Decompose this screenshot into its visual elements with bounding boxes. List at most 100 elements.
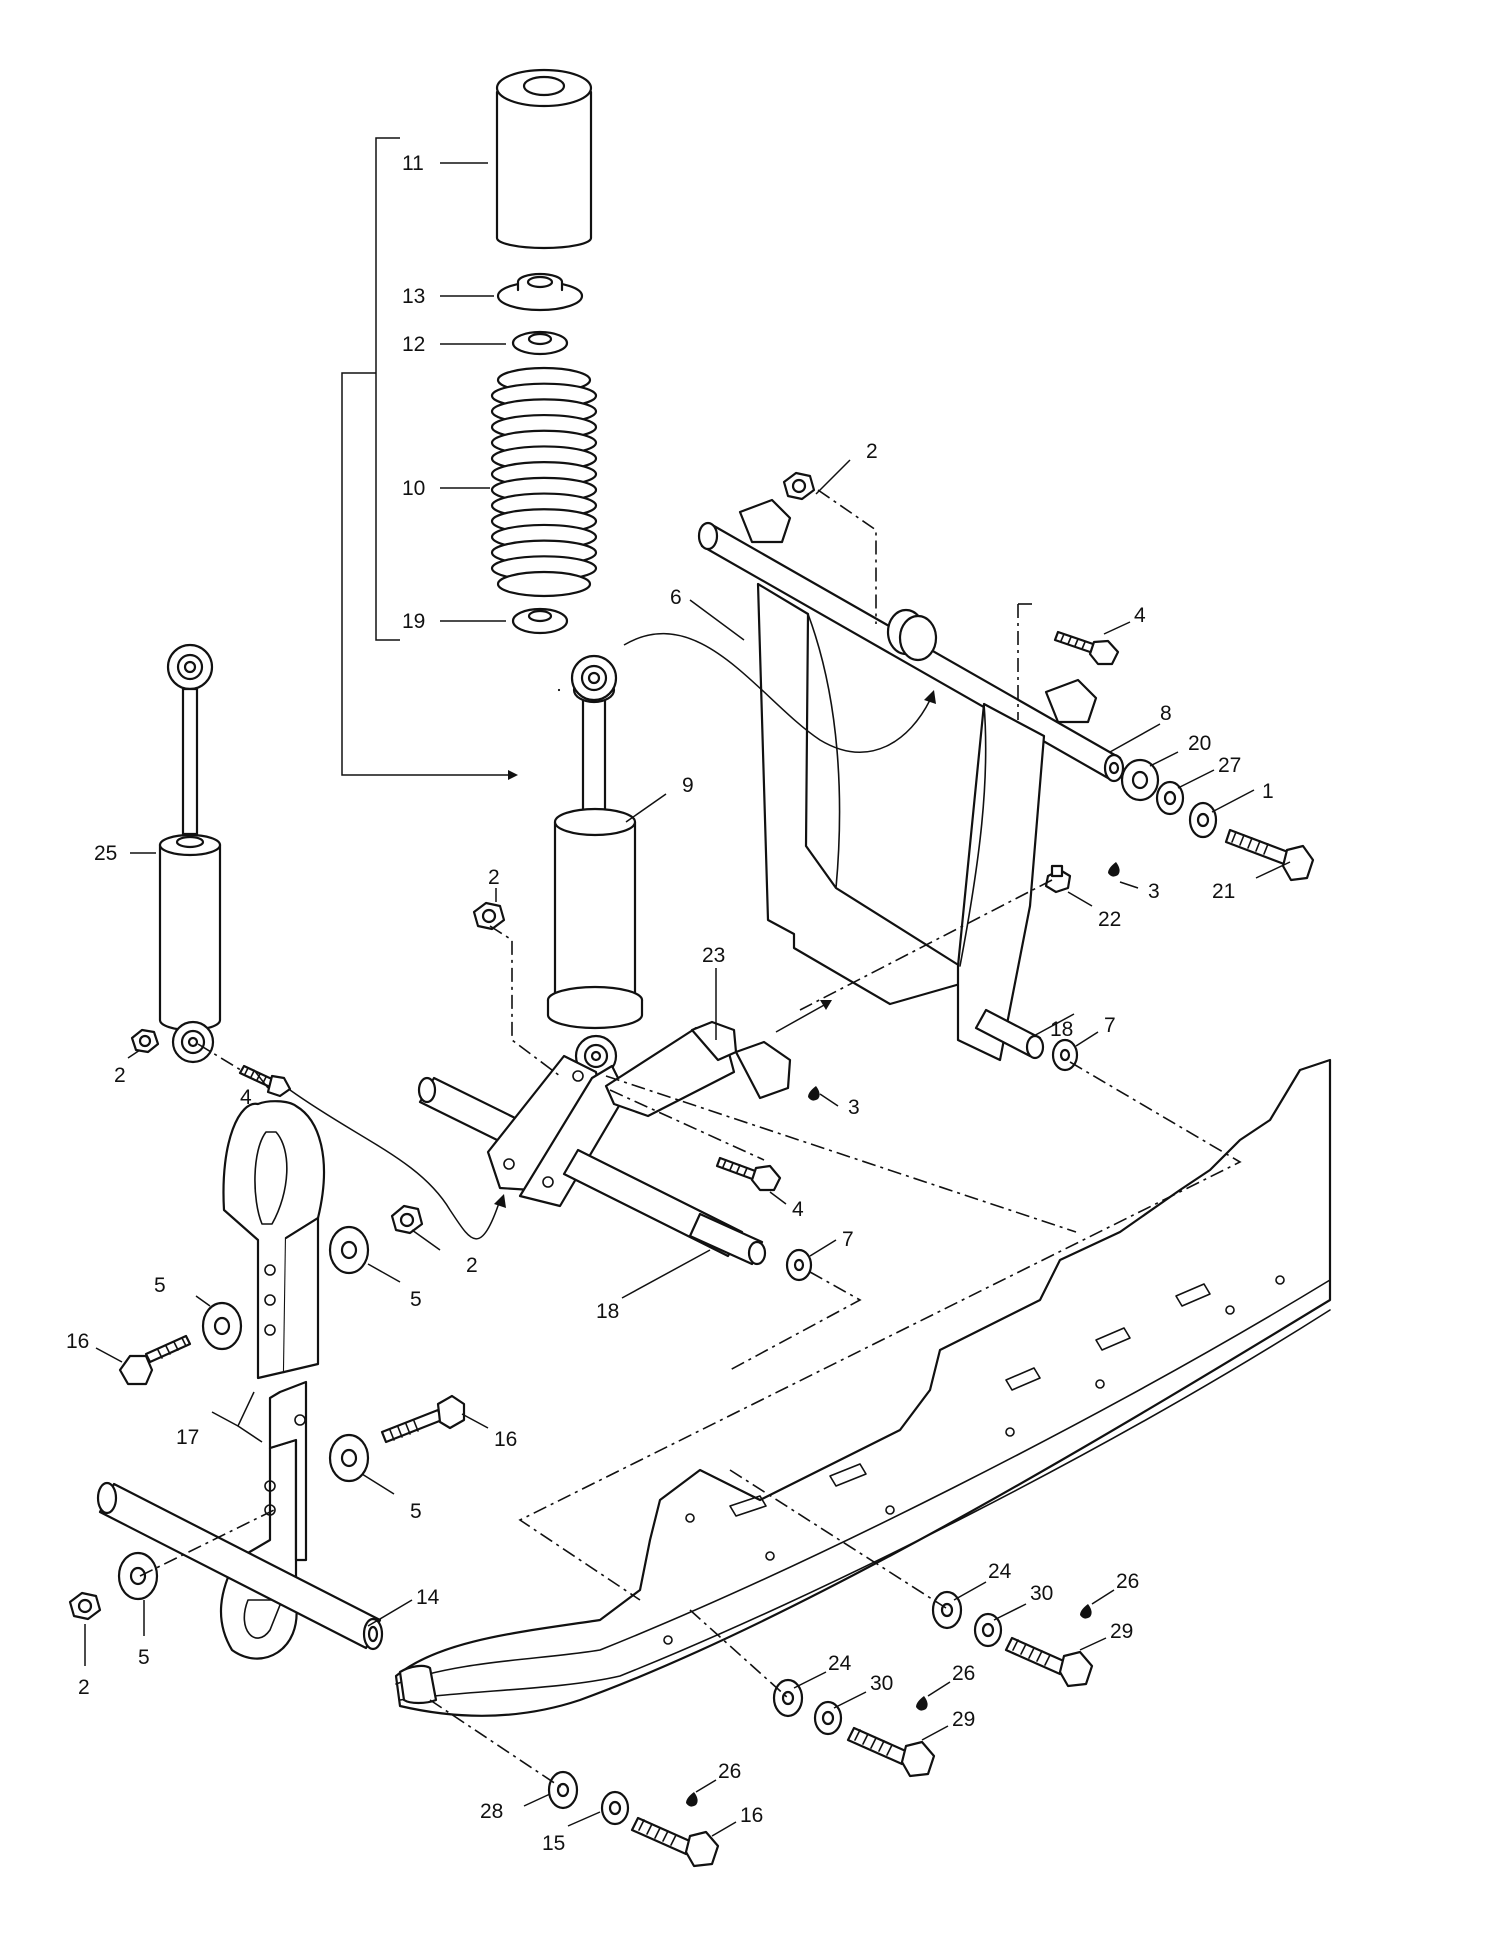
washer-5-a: [328, 1225, 370, 1275]
bolt-4-top: [1053, 630, 1120, 666]
callout-2-left: 2: [114, 1064, 126, 1087]
alignment-lines: [139, 489, 1242, 1789]
callout-4-top: 4: [1134, 604, 1146, 627]
callout-18-lower: 18: [596, 1300, 619, 1323]
washer-24-upper: [931, 1590, 963, 1630]
callout-14: 14: [416, 1586, 440, 1609]
callout-26-middle: 26: [952, 1662, 975, 1685]
callout-12: 12: [402, 333, 425, 356]
grease-drop-26b: [916, 1696, 928, 1711]
callout-2-top: 2: [866, 440, 878, 463]
callout-24-upper: 24: [988, 1560, 1012, 1583]
callout-16-left: 16: [66, 1330, 89, 1353]
callout-21: 21: [1212, 880, 1235, 903]
callout-5-c: 5: [410, 1500, 422, 1523]
washer-30-upper: [973, 1612, 1003, 1648]
callout-8: 8: [1160, 702, 1172, 725]
callout-26-lower: 26: [718, 1760, 741, 1783]
callout-28: 28: [480, 1800, 503, 1823]
callout-19: 19: [402, 610, 425, 633]
callout-5-d: 5: [138, 1646, 150, 1669]
washer-24-lower: [772, 1678, 804, 1718]
nut-2-top: [782, 471, 816, 501]
callout-2-link: 2: [466, 1254, 478, 1277]
callout-4-left: 4: [240, 1086, 252, 1109]
callout-1: 1: [1262, 780, 1274, 803]
spring-coil: [496, 570, 592, 598]
flow-arrows: [289, 632, 936, 1240]
callout-7-upper: 7: [1104, 1014, 1116, 1037]
callout-4-center: 4: [792, 1198, 804, 1221]
rear-arm-6: [697, 498, 1125, 1062]
washer-28: [547, 1770, 579, 1810]
callout-labels: 11 13 12 10 19 25 2 4 9 2 23 2 6 4 8 20 …: [66, 152, 1274, 1855]
bolt-29-lower: [846, 1726, 936, 1778]
callout-29-upper: 29: [1110, 1620, 1133, 1643]
callout-2-center: 2: [488, 866, 500, 889]
nut-2-center: [472, 901, 506, 931]
washer-20: [1120, 758, 1160, 802]
shock-cover-11: [495, 68, 593, 250]
callout-27: 27: [1218, 754, 1241, 777]
washer-5-d: [117, 1551, 159, 1601]
callout-9: 9: [682, 774, 694, 797]
bolt-16-left: [118, 1334, 192, 1386]
callout-17: 17: [176, 1426, 199, 1449]
callout-15: 15: [542, 1832, 565, 1855]
washer-7-lower: [785, 1248, 813, 1282]
callout-25: 25: [94, 842, 117, 865]
spring-seat-12: [511, 330, 569, 356]
nut-2-left: [130, 1028, 160, 1054]
front-shock-25: [158, 643, 222, 1064]
bolt-29-upper: [1004, 1636, 1094, 1688]
grease-fitting-22: [1044, 864, 1072, 894]
grease-drop-26c: [686, 1792, 698, 1807]
callout-26-upper: 26: [1116, 1570, 1139, 1593]
washer-1: [1188, 801, 1218, 839]
spring-seat-19: [511, 607, 569, 635]
front-arm-23: [417, 1020, 792, 1266]
callout-23: 23: [702, 944, 725, 967]
callout-30-lower: 30: [870, 1672, 893, 1695]
coil-spring-10: [490, 366, 598, 598]
callout-3-top: 3: [1148, 880, 1160, 903]
callout-3-center: 3: [848, 1096, 860, 1119]
leader-lines: [84, 162, 1291, 1837]
washer-27: [1155, 780, 1185, 816]
spring-stopper-13: [496, 272, 584, 312]
nut-2-lower: [68, 1591, 102, 1621]
callout-6: 6: [670, 586, 682, 609]
callout-24-lower: 24: [828, 1652, 852, 1675]
callout-7-lower: 7: [842, 1228, 854, 1251]
front-link-17: [222, 1100, 325, 1380]
callout-5-a: 5: [154, 1274, 166, 1297]
washer-5-c: [328, 1433, 370, 1483]
grease-drop-3b: [808, 1086, 820, 1101]
callout-29-lower: 29: [952, 1708, 975, 1731]
washer-30-lower: [813, 1700, 843, 1736]
callout-2-lower: 2: [78, 1676, 90, 1699]
callout-22: 22: [1098, 908, 1121, 931]
callout-18-upper: 18: [1050, 1018, 1073, 1041]
washer-5-b: [201, 1301, 243, 1351]
bolt-16-lower: [630, 1816, 720, 1868]
callout-10: 10: [402, 477, 425, 500]
washer-15: [600, 1790, 630, 1826]
callout-20: 20: [1188, 732, 1211, 755]
bolt-16-mid: [380, 1394, 466, 1444]
bolt-4-left: [238, 1064, 292, 1098]
callout-30-upper: 30: [1030, 1582, 1053, 1605]
rear-shock-9: [546, 654, 644, 1078]
callout-11: 11: [402, 152, 424, 175]
washer-7-upper: [1051, 1038, 1079, 1072]
callout-13: 13: [402, 285, 425, 308]
bolt-4-center: [715, 1156, 782, 1192]
bolt-21: [1224, 828, 1315, 882]
callout-16-mid: 16: [494, 1428, 517, 1451]
nut-2-link: [390, 1204, 424, 1235]
callout-5-b: 5: [410, 1288, 422, 1311]
grease-drop-26a: [1080, 1604, 1092, 1619]
kit-bracket: [341, 137, 518, 780]
shaft-14: [96, 1481, 384, 1651]
